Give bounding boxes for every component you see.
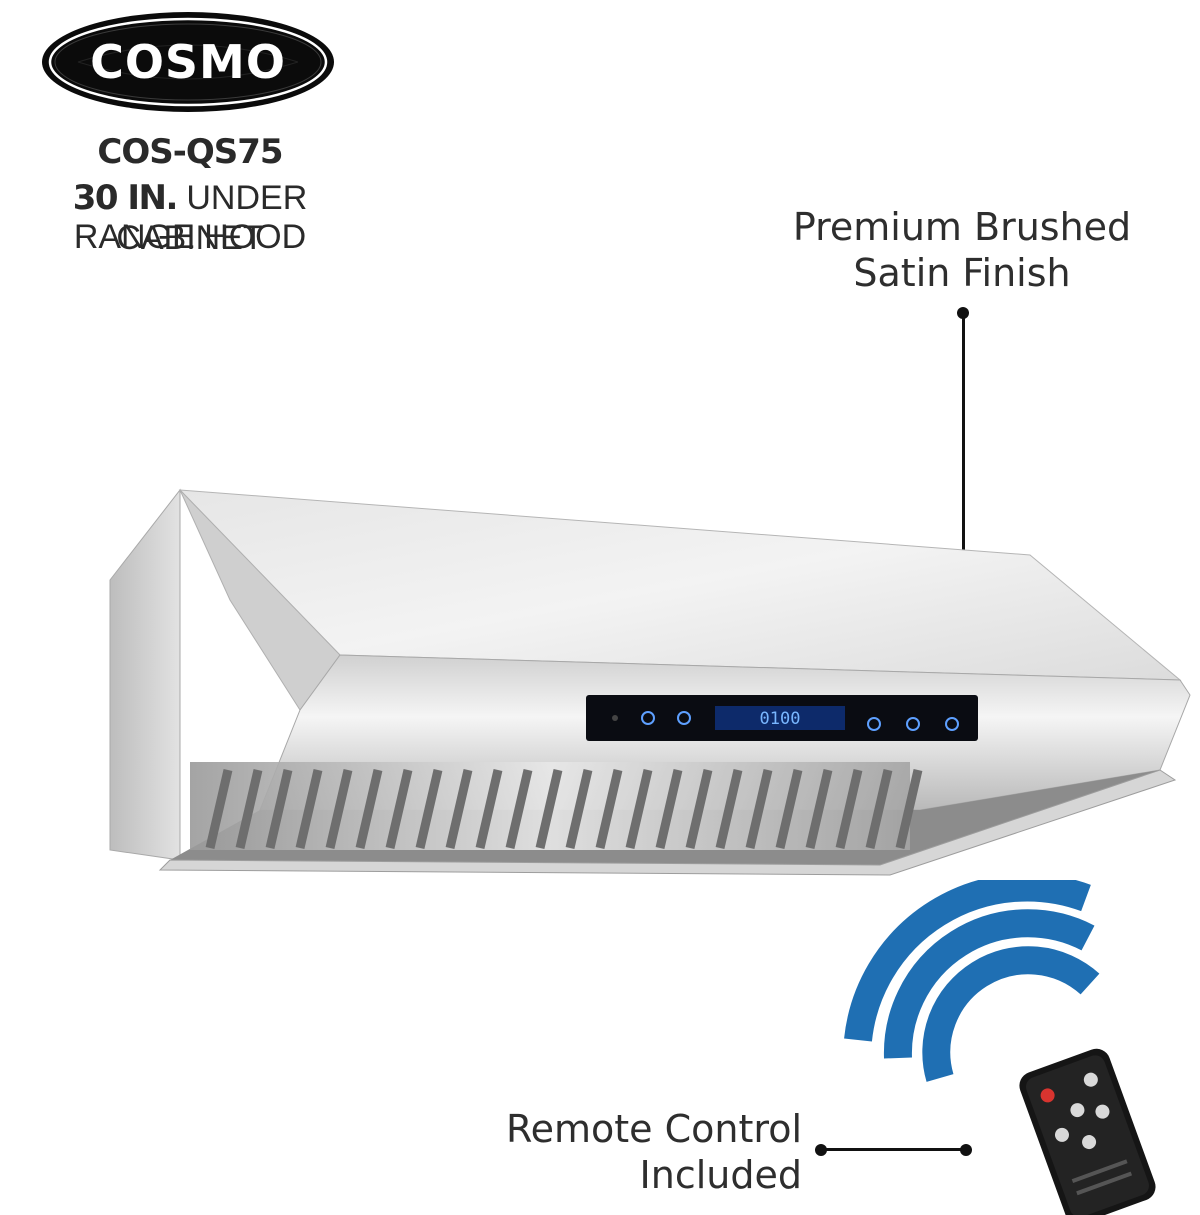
baffle-slat	[745, 768, 773, 850]
baffle-slat	[895, 768, 923, 850]
brand-logo	[42, 12, 334, 112]
range-hood-illustration: 0100	[109, 488, 1191, 876]
remote-control-icon	[1019, 1048, 1156, 1215]
baffle-slat	[205, 768, 233, 850]
product-type: RANGE HOOD	[73, 218, 307, 256]
remote-leader-line	[826, 1148, 966, 1151]
baffle-slat	[805, 768, 833, 850]
fan-plus-icon	[906, 717, 920, 731]
baffle-slat	[565, 768, 593, 850]
baffle-slat	[355, 768, 383, 850]
baffle-slat	[265, 768, 293, 850]
baffle-slat	[295, 768, 323, 850]
wifi-icon	[612, 715, 618, 721]
finish-callout-line2: Satin Finish	[853, 251, 1071, 295]
baffle-slat	[445, 768, 473, 850]
baffle-slat	[415, 768, 443, 850]
clock-icon	[641, 711, 655, 725]
remote-callout: Remote Control Included	[440, 1106, 802, 1198]
remote-power-button	[1040, 1088, 1055, 1103]
signal-wave-icon	[844, 880, 1100, 1082]
power-icon	[945, 717, 959, 731]
remote-leader-dot-right	[960, 1144, 972, 1156]
finish-callout: Premium Brushed Satin Finish	[740, 204, 1184, 296]
baffle-slat	[625, 768, 653, 850]
product-size-line: 30 IN. UNDER CABINET	[0, 178, 380, 258]
baffle-slat	[535, 768, 563, 850]
remote-callout-line1: Remote Control	[505, 1107, 802, 1151]
fan-minus-icon	[867, 717, 881, 731]
display-value: 0100	[760, 709, 801, 729]
finish-callout-line1: Premium Brushed	[792, 205, 1132, 249]
baffle-slat	[715, 768, 743, 850]
baffle-slat	[475, 768, 503, 850]
baffle-slat	[385, 768, 413, 850]
remote-callout-line2: Included	[639, 1153, 802, 1197]
finish-leader-line	[962, 312, 965, 558]
product-size: 30 IN.	[72, 178, 179, 218]
baffle-slat	[655, 768, 683, 850]
baffle-slat	[865, 768, 893, 850]
baffle-slat	[325, 768, 353, 850]
baffle-slat	[835, 768, 863, 850]
baffle-slat	[235, 768, 263, 850]
brand-logo-text: COSMO	[90, 35, 286, 89]
light-icon	[677, 711, 691, 725]
baffle-slat	[595, 768, 623, 850]
baffle-slat	[505, 768, 533, 850]
baffle-slat	[775, 768, 803, 850]
remote-leader-dot-left	[815, 1144, 827, 1156]
product-install-type: UNDER CABINET	[116, 179, 308, 257]
model-number: COS-QS75	[97, 132, 283, 172]
baffle-slat	[685, 768, 713, 850]
display-screen	[715, 706, 845, 730]
